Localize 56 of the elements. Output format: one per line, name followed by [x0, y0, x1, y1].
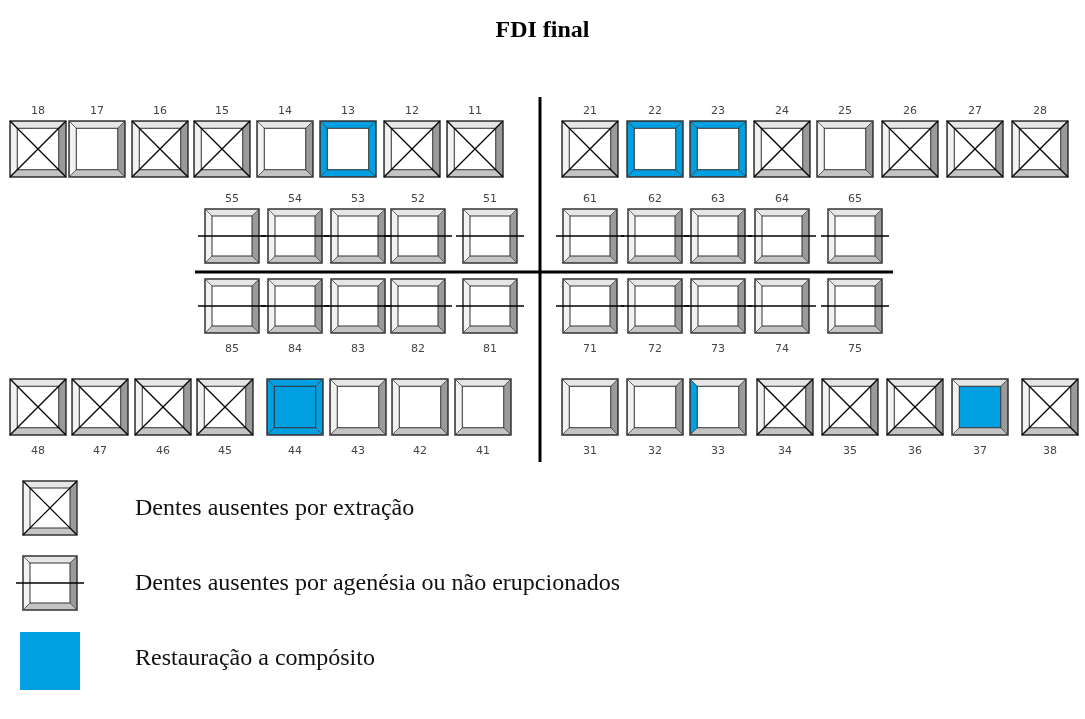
tooth-number: 27 — [967, 104, 983, 119]
tooth-number: 72 — [647, 341, 663, 356]
tooth-number: 62 — [647, 192, 663, 207]
tooth-number: 12 — [404, 104, 420, 119]
legend-text: Restauração a compósito — [135, 644, 375, 671]
tooth-number: 14 — [277, 104, 293, 119]
tooth-number: 74 — [774, 341, 790, 356]
tooth-number: 38 — [1042, 443, 1058, 458]
legend-text: Dentes ausentes por extração — [135, 494, 415, 521]
tooth-number: 75 — [847, 341, 863, 356]
tooth-number: 41 — [475, 443, 491, 458]
tooth-number: 25 — [837, 104, 853, 119]
tooth-number: 71 — [582, 341, 598, 356]
tooth-number: 11 — [467, 104, 483, 119]
tooth-number: 16 — [152, 104, 168, 119]
tooth-number: 44 — [287, 443, 303, 458]
tooth-number: 52 — [410, 192, 426, 207]
tooth-number: 53 — [350, 192, 366, 207]
tooth-number: 84 — [287, 341, 303, 356]
tooth-number: 51 — [482, 192, 498, 207]
tooth-number: 82 — [410, 341, 426, 356]
tooth-number: 42 — [412, 443, 428, 458]
tooth-number: 18 — [30, 104, 46, 119]
tooth-number: 46 — [155, 443, 171, 458]
tooth-number: 21 — [582, 104, 598, 119]
tooth-number: 83 — [350, 341, 366, 356]
tooth-number: 13 — [340, 104, 356, 119]
tooth-number: 47 — [92, 443, 108, 458]
tooth-number: 81 — [482, 341, 498, 356]
tooth-number: 43 — [350, 443, 366, 458]
tooth-number: 45 — [217, 443, 233, 458]
tooth-number: 61 — [582, 192, 598, 207]
tooth-number: 31 — [582, 443, 598, 458]
tooth-number: 24 — [774, 104, 790, 119]
tooth-number: 48 — [30, 443, 46, 458]
tooth-number: 36 — [907, 443, 923, 458]
tooth-number: 35 — [842, 443, 858, 458]
tooth-number: 85 — [224, 341, 240, 356]
tooth-number: 34 — [777, 443, 793, 458]
tooth-number: 15 — [214, 104, 230, 119]
tooth-number: 33 — [710, 443, 726, 458]
chart-title: FDI final — [494, 16, 591, 43]
tooth-number: 23 — [710, 104, 726, 119]
tooth-number: 65 — [847, 192, 863, 207]
tooth-number: 26 — [902, 104, 918, 119]
tooth-number: 64 — [774, 192, 790, 207]
tooth-number: 37 — [972, 443, 988, 458]
tooth-number: 63 — [710, 192, 726, 207]
tooth-number: 28 — [1032, 104, 1048, 119]
legend-text: Dentes ausentes por agenésia ou não erupcionados — [135, 569, 621, 596]
tooth-number: 55 — [224, 192, 240, 207]
tooth-number: 32 — [647, 443, 663, 458]
tooth-number: 73 — [710, 341, 726, 356]
tooth-number: 54 — [287, 192, 303, 207]
tooth-number: 17 — [89, 104, 105, 119]
tooth-number: 22 — [647, 104, 663, 119]
